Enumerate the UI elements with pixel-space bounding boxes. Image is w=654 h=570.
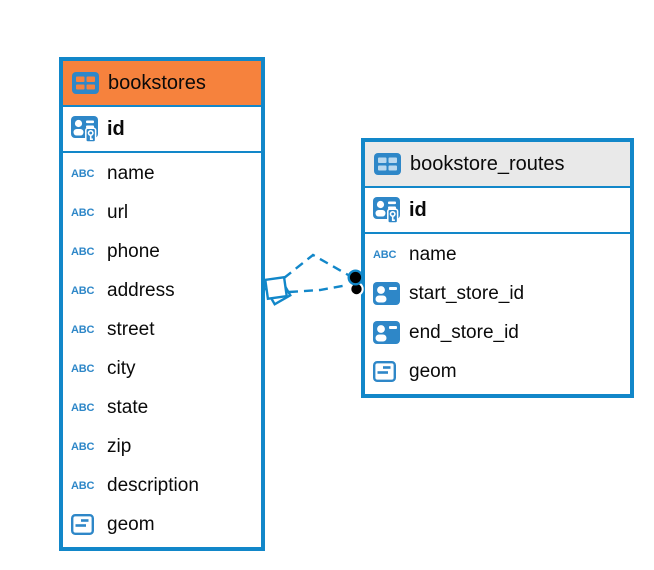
column-row-address[interactable]: ABC address	[63, 271, 261, 310]
user-key-icon	[373, 196, 401, 224]
table-bookstore-routes[interactable]: bookstore_routes id ABC	[361, 138, 634, 398]
table-icon	[72, 72, 99, 94]
table-bookstores-header[interactable]: bookstores	[63, 61, 261, 107]
table-title: bookstores	[108, 71, 206, 94]
column-name: street	[107, 318, 155, 340]
user-card-icon	[373, 321, 401, 344]
table-title: bookstore_routes	[410, 152, 565, 175]
relationship-line-upper[interactable]	[283, 253, 351, 279]
column-name: description	[107, 474, 199, 496]
column-name: state	[107, 396, 149, 418]
primary-key-name: id	[107, 117, 125, 140]
abc-text-icon: ABC	[71, 401, 95, 414]
abc-text-icon: ABC	[373, 248, 397, 261]
abc-text-icon: ABC	[71, 284, 95, 297]
column-row-url[interactable]: ABC url	[63, 193, 261, 232]
column-row-phone[interactable]: ABC phone	[63, 232, 261, 271]
column-list: ABC name ABC url ABC phone ABC address A…	[63, 153, 261, 547]
many-end-marker-squares[interactable]	[263, 275, 292, 306]
abc-text-icon: ABC	[71, 245, 95, 258]
column-name: name	[409, 243, 457, 265]
table-icon	[374, 153, 401, 175]
column-row-state[interactable]: ABC state	[63, 388, 261, 427]
column-row-geom[interactable]: geom	[365, 352, 630, 391]
abc-text-icon: ABC	[71, 362, 95, 375]
column-name: city	[107, 357, 136, 379]
column-name: zip	[107, 435, 132, 457]
column-row-start-store-id[interactable]: start_store_id	[365, 274, 630, 313]
column-name: geom	[409, 360, 457, 382]
column-name: phone	[107, 240, 160, 262]
column-row-name[interactable]: ABC name	[63, 154, 261, 193]
abc-text-icon: ABC	[71, 479, 95, 492]
primary-key-row[interactable]: id	[63, 107, 261, 153]
primary-key-name: id	[409, 198, 427, 221]
column-row-end-store-id[interactable]: end_store_id	[365, 313, 630, 352]
table-bookstore-routes-header[interactable]: bookstore_routes	[365, 142, 630, 188]
column-name: start_store_id	[409, 282, 525, 304]
one-end-marker-dots[interactable]	[347, 269, 364, 297]
column-list: ABC name start_store_id	[365, 234, 630, 394]
column-name: address	[107, 279, 175, 301]
column-row-name[interactable]: ABC name	[365, 235, 630, 274]
user-card-icon	[373, 282, 401, 305]
column-name: end_store_id	[409, 321, 519, 343]
abc-text-icon: ABC	[71, 323, 95, 336]
column-name: url	[107, 201, 129, 223]
column-row-description[interactable]: ABC description	[63, 466, 261, 505]
table-bookstores[interactable]: bookstores id ABC	[59, 57, 265, 551]
column-name: geom	[107, 513, 155, 535]
column-row-city[interactable]: ABC city	[63, 349, 261, 388]
abc-text-icon: ABC	[71, 440, 95, 453]
column-row-street[interactable]: ABC street	[63, 310, 261, 349]
column-name: name	[107, 162, 155, 184]
geometry-icon	[373, 361, 401, 382]
primary-key-row[interactable]: id	[365, 188, 630, 234]
user-key-icon	[71, 115, 99, 143]
column-row-zip[interactable]: ABC zip	[63, 427, 261, 466]
abc-text-icon: ABC	[71, 167, 95, 180]
abc-text-icon: ABC	[71, 206, 95, 219]
column-row-geom[interactable]: geom	[63, 505, 261, 544]
geometry-icon	[71, 514, 99, 535]
relationship-line-lower[interactable]	[288, 283, 349, 294]
